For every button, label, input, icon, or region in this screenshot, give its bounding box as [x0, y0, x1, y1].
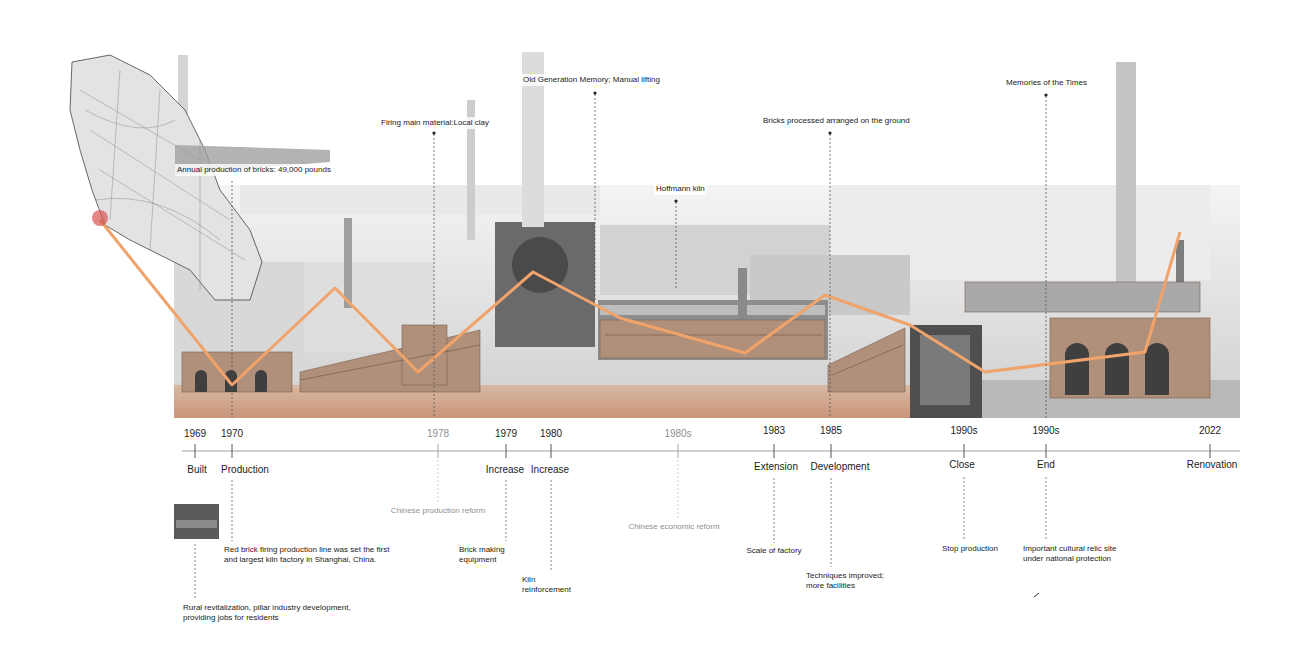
- event-note: Rural revitalization, pillar industry de…: [183, 603, 358, 623]
- year-label: 1978: [427, 428, 449, 441]
- event-label: Development: [811, 461, 870, 474]
- site-marker: [92, 210, 108, 226]
- year-label: 1969: [184, 428, 206, 441]
- leader-line: [232, 94, 1046, 418]
- event-note: Brick making equipment: [459, 545, 534, 565]
- year-label: 1990s: [950, 425, 977, 438]
- thumbnail-photo: [174, 504, 219, 539]
- event-note: Chinese production reform: [391, 506, 485, 516]
- event-note: Scale of factory: [746, 546, 801, 556]
- year-label: 1990s: [1032, 425, 1059, 438]
- timeline-axis: [182, 451, 1240, 452]
- event-note: Stop production: [942, 544, 998, 554]
- event-note: Techniques improved; more facilities: [806, 571, 894, 591]
- year-label: 1970: [221, 428, 243, 441]
- year-label: 1983: [763, 425, 785, 438]
- year-label: 2022: [1199, 425, 1221, 438]
- year-label: 1985: [820, 425, 842, 438]
- event-note: Chinese economic reform: [628, 522, 719, 532]
- year-label: 1980: [540, 428, 562, 441]
- photo-annotation: Memories of the Times: [1004, 77, 1089, 89]
- photo-annotation: Bricks processed arranged on the ground: [761, 115, 912, 127]
- photo-annotation: Old Generation Memory; Manual lifting: [521, 74, 662, 86]
- event-label: End: [1037, 459, 1055, 472]
- tick-mark: [195, 444, 1210, 458]
- event-label: Increase: [486, 464, 524, 477]
- shanghai-map: [70, 55, 330, 300]
- event-label: Increase: [531, 464, 569, 477]
- year-label: 1980s: [664, 428, 691, 441]
- event-label: Renovation: [1187, 459, 1238, 472]
- event-label: Close: [949, 459, 975, 472]
- photo-band: [174, 185, 1240, 418]
- event-note: Red brick firing production line was set…: [224, 545, 394, 565]
- photo-annotation: Hoffmann kiln: [654, 183, 707, 195]
- photo-annotation: Annual production of bricks: 49,000 poun…: [175, 164, 333, 176]
- trend-line: [100, 220, 1180, 385]
- leader-line: [195, 460, 1046, 600]
- event-label: Extension: [754, 461, 798, 474]
- event-label: Built: [187, 464, 206, 477]
- photo-annotation: Firing main material:Local clay: [379, 117, 491, 129]
- event-label: Production: [221, 464, 269, 477]
- event-note: Important cultural relic site under nati…: [1023, 544, 1138, 564]
- event-note: Kiln reinforcement: [522, 575, 580, 595]
- year-label: 1979: [495, 428, 517, 441]
